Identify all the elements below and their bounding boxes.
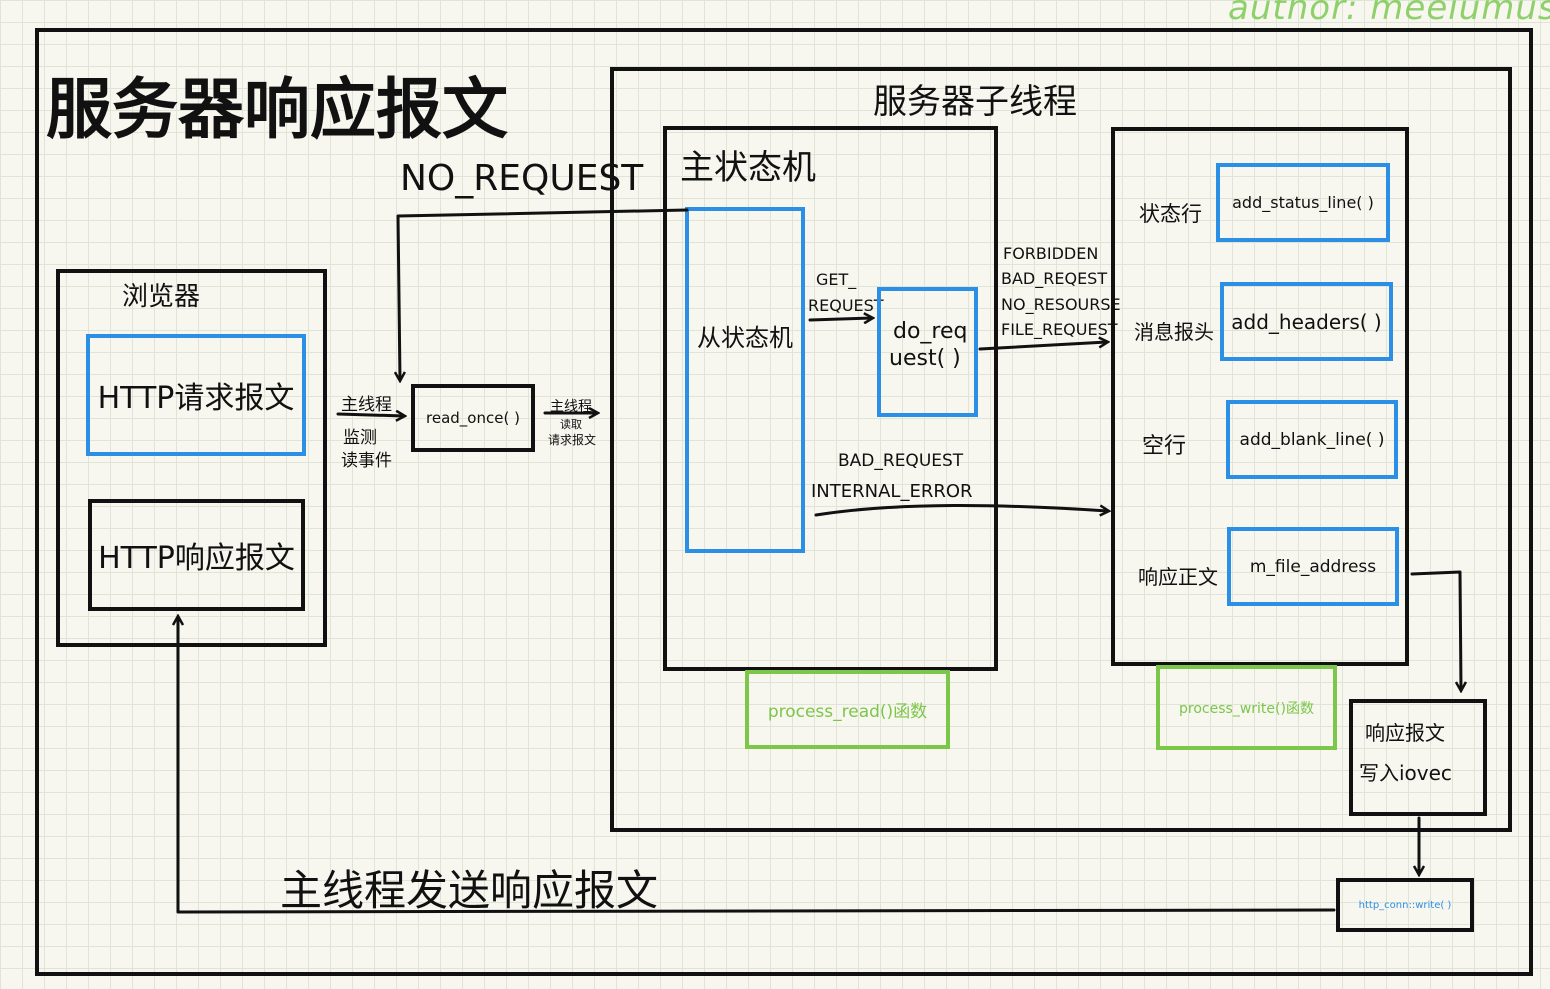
- main-thread-read-2: 读取: [560, 418, 582, 431]
- no-request-label: NO_REQUEST: [400, 158, 644, 199]
- main-thread-read-1: 主线程: [550, 399, 592, 415]
- http-response-box: HTTP响应报文: [88, 499, 305, 611]
- http-conn-write-label: http_conn::write( ): [1358, 899, 1452, 911]
- sub-state-machine-label: 从状态机: [697, 323, 793, 352]
- error-code-internal-error: INTERNAL_ERROR: [811, 481, 973, 502]
- browser-label: 浏览器: [122, 282, 201, 312]
- get-request-label-2: REQUEST: [808, 296, 884, 315]
- process-write-label: process_write()函数: [1179, 700, 1314, 717]
- file-to-iovec-arrow: [1410, 570, 1461, 690]
- listen-arrow: [336, 414, 404, 416]
- main-state-machine-label: 主状态机: [680, 148, 816, 188]
- add-status-line-box: add_status_line( ): [1216, 163, 1390, 242]
- lower-errors-arrow: [814, 504, 1108, 515]
- blank-line-label: 空行: [1142, 434, 1187, 459]
- worker-thread-title: 服务器子线程: [873, 82, 1077, 122]
- sub-state-machine-box: 从状态机: [685, 207, 805, 553]
- response-body-label: 响应正文: [1138, 565, 1218, 589]
- add-status-line-label: add_status_line( ): [1232, 193, 1374, 212]
- add-blank-line-label: add_blank_line( ): [1239, 429, 1385, 450]
- read-once-label: read_once( ): [426, 409, 520, 427]
- http-conn-write-box: http_conn::write( ): [1336, 878, 1474, 932]
- get-request-label-1: GET_: [816, 270, 857, 289]
- do-request-label-1: do_req: [893, 319, 968, 344]
- error-code-bad-request-lower: BAD_REQUEST: [838, 451, 964, 471]
- add-headers-box: add_headers( ): [1220, 282, 1393, 361]
- do-request-box: do_req uest( ): [877, 287, 978, 417]
- iovec-label-1: 响应报文: [1365, 721, 1445, 745]
- error-code-no-resource: NO_RESOURSE: [1001, 295, 1121, 314]
- main-thread-listen-2: 监测: [343, 428, 377, 448]
- no-request-arrow: [398, 208, 689, 380]
- author-watermark: author: meeiumus: [1228, 0, 1550, 28]
- message-header-label: 消息报头: [1134, 320, 1214, 344]
- http-request-box: HTTP请求报文: [86, 334, 306, 456]
- main-thread-listen-1: 主线程: [341, 395, 392, 415]
- iovec-box: 响应报文 写入iovec: [1349, 699, 1487, 816]
- process-read-box: process_read()函数: [745, 670, 950, 749]
- send-response-label: 主线程发送响应报文: [280, 866, 659, 915]
- send-response-arrow: [178, 617, 1336, 914]
- error-code-bad-request: BAD_REQEST: [1001, 269, 1108, 288]
- iovec-label-2: 写入iovec: [1359, 761, 1452, 785]
- outer-frame: [35, 28, 1533, 976]
- worker-thread-box: [610, 67, 1512, 832]
- process-write-box: process_write()函数: [1156, 665, 1337, 750]
- read-once-box: read_once( ): [411, 384, 535, 452]
- m-file-address-box: m_file_address: [1227, 527, 1399, 606]
- error-code-file-request: FILE_REQUEST: [1001, 320, 1118, 339]
- add-blank-line-box: add_blank_line( ): [1226, 400, 1398, 479]
- status-line-label: 状态行: [1139, 202, 1202, 226]
- page-title: 服务器响应报文: [46, 71, 508, 148]
- main-thread-listen-3: 读事件: [341, 451, 392, 471]
- main-state-machine-box: [663, 126, 998, 671]
- response-writer-box: [1111, 127, 1409, 666]
- upper-errors-arrow: [978, 342, 1107, 351]
- error-code-forbidden: FORBIDDEN: [1003, 244, 1099, 263]
- main-thread-read-3: 请求报文: [548, 433, 597, 447]
- http-response-label: HTTP响应报文: [98, 541, 295, 576]
- get-request-arrow: [808, 318, 872, 320]
- browser-box: [56, 269, 327, 647]
- process-read-label: process_read()函数: [767, 702, 928, 722]
- do-request-label-2: uest( ): [889, 346, 961, 371]
- m-file-address-label: m_file_address: [1249, 556, 1377, 577]
- add-headers-label: add_headers( ): [1231, 309, 1382, 334]
- http-request-label: HTTP请求报文: [97, 381, 295, 416]
